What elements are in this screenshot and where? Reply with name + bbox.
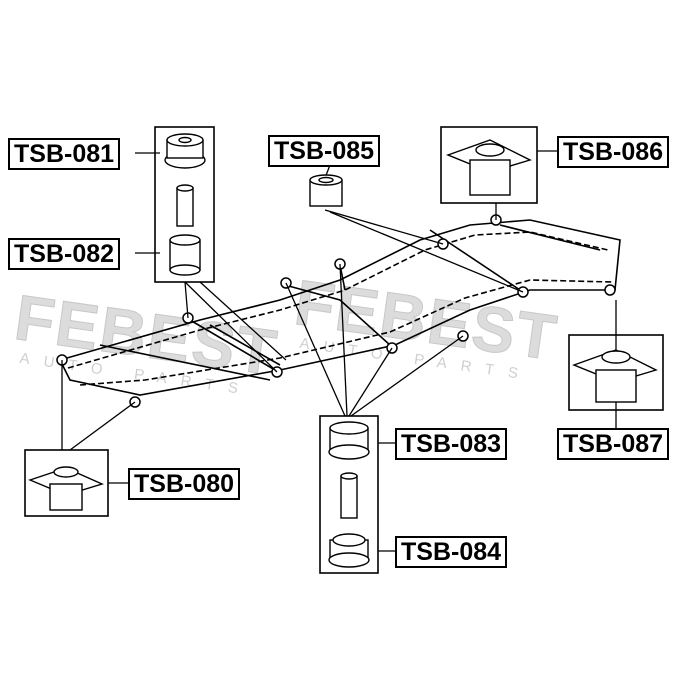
part-label-tsb-087: TSB-087: [557, 428, 670, 460]
part-label-tsb-081: TSB-081: [8, 138, 121, 170]
part-label-tsb-085: TSB-085: [268, 135, 381, 167]
mount-points: [56, 214, 616, 408]
bushing-parts: [28, 133, 658, 568]
part-label-tsb-083: TSB-083: [395, 428, 508, 460]
part-boxes: [24, 126, 664, 574]
part-label-tsb-086: TSB-086: [557, 136, 670, 168]
part-label-tsb-082: TSB-082: [8, 238, 121, 270]
leader-lines: [61, 150, 617, 552]
part-label-tsb-084: TSB-084: [395, 536, 508, 568]
chassis-frame: [58, 219, 621, 396]
part-label-tsb-080: TSB-080: [128, 468, 241, 500]
